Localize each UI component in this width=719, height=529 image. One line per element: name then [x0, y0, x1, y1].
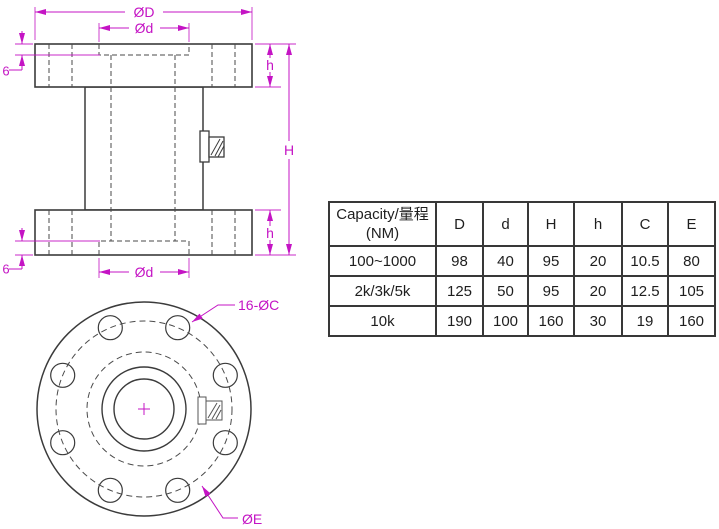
table-row: 10k 190 100 160 30 19 160	[328, 305, 716, 337]
table-cell: 80	[667, 245, 716, 277]
table-cell: 160	[527, 305, 575, 337]
capacity-header-line2: (NM)	[365, 225, 400, 242]
table-cell: 19	[621, 305, 669, 337]
dim-label-inner-diameter-top: Ød	[135, 20, 154, 36]
table-cell: 160	[667, 305, 716, 337]
table-row: 2k/3k/5k 125 50 95 20 12.5 105	[328, 275, 716, 307]
dim-label-flange-height-top: h	[266, 57, 274, 73]
table-cell: 125	[435, 275, 484, 307]
bottom-view	[36, 301, 252, 517]
spec-table: Capacity/量程 (NM) D d H h C E 100~1000 98…	[328, 201, 716, 337]
table-cell-capacity: 100~1000	[328, 245, 437, 277]
table-header-cell: H	[527, 201, 575, 247]
table-cell: 95	[527, 245, 575, 277]
table-cell: 40	[482, 245, 529, 277]
table-row: 100~1000 98 40 95 20 10.5 80	[328, 245, 716, 277]
bolt-holes	[50, 315, 238, 503]
table-cell: 190	[435, 305, 484, 337]
center-mark-icon	[138, 403, 150, 415]
table-cell: 20	[573, 245, 623, 277]
table-cell: 10.5	[621, 245, 669, 277]
table-cell-capacity: 10k	[328, 305, 437, 337]
table-header-cell: D	[435, 201, 484, 247]
table-cell: 50	[482, 275, 529, 307]
table-cell: 95	[527, 275, 575, 307]
dim-label-bolt-circle-diameter: ØE	[242, 511, 262, 527]
dim-label-recess-depth-top: 6	[2, 64, 9, 79]
side-view	[34, 43, 253, 256]
table-cell: 105	[667, 275, 716, 307]
table-cell: 100	[482, 305, 529, 337]
table-cell: 30	[573, 305, 623, 337]
side-view-dimensions	[9, 7, 296, 278]
table-cell: 20	[573, 275, 623, 307]
table-header-cell: E	[667, 201, 716, 247]
dim-label-recess-depth-bottom: 6	[2, 262, 9, 277]
table-header-cell: C	[621, 201, 669, 247]
dim-label-total-height: H	[284, 142, 294, 158]
table-cell: 98	[435, 245, 484, 277]
connector-side-icon	[199, 130, 225, 163]
dim-label-inner-diameter-bottom: Ød	[135, 264, 154, 280]
table-header-row: Capacity/量程 (NM) D d H h C E	[328, 201, 716, 247]
table-header-capacity: Capacity/量程 (NM)	[328, 201, 437, 247]
table-cell: 12.5	[621, 275, 669, 307]
dim-label-bolt-holes: 16-ØC	[238, 297, 279, 313]
table-header-cell: h	[573, 201, 623, 247]
bottom-view-labels: 16-ØC ØE	[191, 297, 279, 527]
hidden-lines	[48, 44, 236, 255]
connector-bottom-icon	[197, 396, 223, 425]
dim-label-flange-height-bottom: h	[266, 225, 274, 241]
capacity-header-line1: Capacity/量程	[336, 206, 429, 223]
dim-label-outer-diameter: ØD	[134, 4, 155, 20]
table-header-cell: d	[482, 201, 529, 247]
table-cell-capacity: 2k/3k/5k	[328, 275, 437, 307]
